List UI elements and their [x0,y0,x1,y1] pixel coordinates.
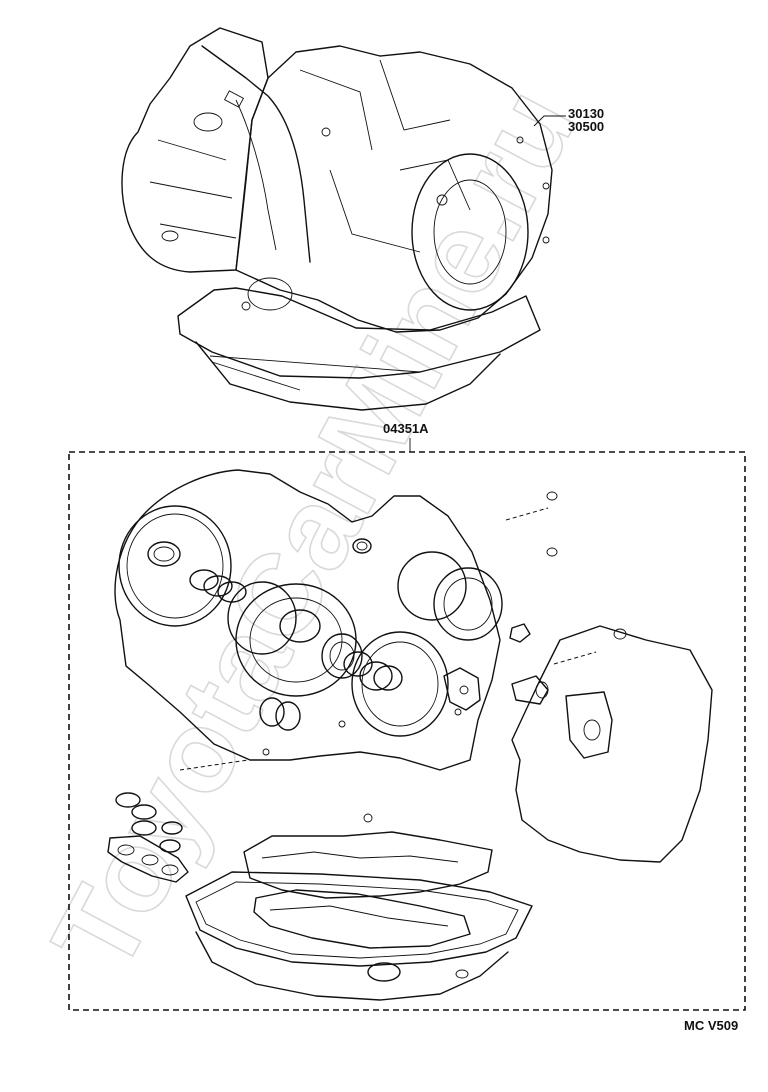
gasket-kit [107,469,713,1001]
watermark: ToyotaCarMine.ru [26,67,601,993]
footer-code: MC V509 [684,1018,738,1033]
label-30130: 30130 [568,106,604,121]
kit-boundary [68,451,746,1011]
watermark-text: ToyotaCarMine.ru [27,68,601,992]
leader-30130 [533,115,566,127]
label-30500: 30500 [568,119,604,134]
transaxle-assembly [121,27,553,411]
label-04351A: 04351A [383,421,429,436]
